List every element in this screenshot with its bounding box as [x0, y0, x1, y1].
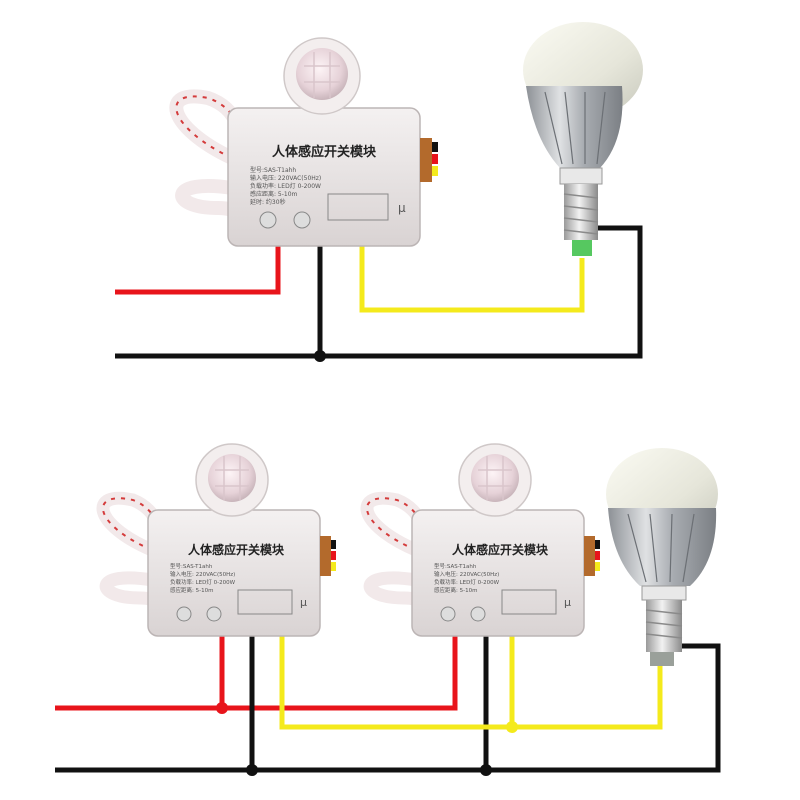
top-live-wire — [115, 238, 281, 295]
top-junction-dot — [314, 350, 326, 362]
module-spec-line: 负载功率: LED灯 0-200W — [170, 578, 236, 586]
module-spec-line: 负载功率: LED灯 0-200W — [434, 578, 500, 586]
module-spec-line: 延时: 约30秒 — [250, 198, 286, 206]
terminal-screw — [206, 606, 222, 622]
bottom-neutral-wire — [55, 643, 721, 773]
module-spec-line: 感应距离: 5-10m — [170, 586, 213, 594]
terminal-screw — [440, 606, 456, 622]
bottom-load-wire — [279, 636, 663, 730]
module-badge: μ — [398, 201, 406, 215]
module-spec-line: 型号:SAS-T1ahh — [170, 562, 213, 570]
top-pir-sensor-dome — [283, 37, 361, 115]
module-spec-line: 型号:SAS-T1ahh — [250, 166, 296, 174]
terminal-screw — [176, 606, 192, 622]
bottom-pir-sensor-dome-2 — [458, 443, 532, 517]
module-badge: μ — [300, 596, 307, 609]
top-load-wire — [359, 238, 585, 313]
bottom-live-wire — [55, 636, 458, 711]
bottom-neutral-junction-dot-2 — [480, 764, 492, 776]
side-connector — [420, 138, 432, 182]
top-led-bulb — [523, 22, 643, 256]
bottom-load-junction-dot — [506, 721, 518, 733]
bottom-led-bulb — [606, 448, 718, 666]
terminal-screw — [293, 211, 311, 229]
bottom-pir-sensor-dome-1 — [195, 443, 269, 517]
module-badge: μ — [564, 596, 571, 609]
ribbon-cable-stripe — [175, 95, 242, 169]
module-spec-line: 感应距离: 5-10m — [250, 190, 298, 198]
module-title: 人体感应开关模块 — [272, 144, 377, 160]
terminal-screw — [259, 211, 277, 229]
bottom-live-junction-dot — [216, 702, 228, 714]
top-neutral-wire — [115, 225, 643, 359]
module-spec-line: 输入电压: 220VAC(50Hz) — [170, 570, 235, 578]
module-spec-line: 感应距离: 5-10m — [434, 586, 477, 594]
module-title: 人体感应开关模块 — [452, 542, 549, 557]
module-spec-line: 输入电压: 220VAC(50Hz) — [434, 570, 499, 578]
module-title: 人体感应开关模块 — [188, 542, 285, 557]
module-spec-line: 输入电压: 220VAC(50Hz) — [250, 174, 321, 182]
terminal-screw — [470, 606, 486, 622]
module-spec-line: 负载功率: LED灯 0-200W — [250, 182, 321, 190]
bottom-neutral-junction-dot-1 — [246, 764, 258, 776]
module-spec-line: 型号:SAS-T1ahh — [434, 562, 477, 570]
